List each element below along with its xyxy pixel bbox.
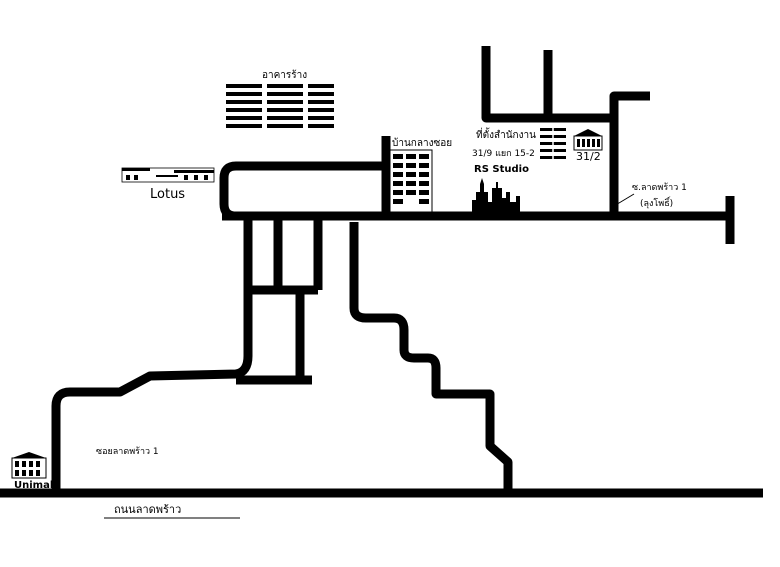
unimall-mall-icon (11, 452, 47, 479)
road-network (0, 46, 763, 498)
soi-right-sub-label: (ลุงโพธิ์) (640, 196, 673, 209)
ban-klang-soi-label: บ้านกลางซอย (392, 137, 452, 149)
stair-road (349, 222, 513, 493)
abandoned-building-icon (226, 82, 334, 132)
soi-right-label: ซ.ลาดพร้าว 1 (632, 182, 687, 193)
office-building-icon (540, 128, 566, 159)
apartment-building-icon (389, 149, 433, 213)
abandoned-building-label: อาคารร้าง (262, 69, 307, 81)
office-address-label: 31/9 แยก 15-2 (472, 149, 535, 159)
right-branch-road (609, 91, 650, 216)
lotus-store-icon (121, 167, 215, 183)
city-skyline-icon (472, 178, 520, 214)
top-branch-road (481, 46, 614, 123)
house-icon (573, 129, 603, 151)
unimall-label: Unimall (14, 480, 57, 491)
lotus-loop-road (219, 161, 388, 221)
house-31-2-label: 31/2 (576, 150, 601, 163)
soi-right-leader (613, 193, 635, 207)
left-branch-road-a (51, 216, 253, 493)
main-road-label: ถนนลาดพร้าว (114, 503, 181, 516)
office-title-label: ที่ตั้งสำนักงาน (476, 127, 536, 141)
soi-left-label: ซอยลาดพร้าว 1 (96, 446, 159, 457)
lotus-label: Lotus (150, 187, 185, 202)
rs-studio-label: RS Studio (474, 164, 529, 175)
